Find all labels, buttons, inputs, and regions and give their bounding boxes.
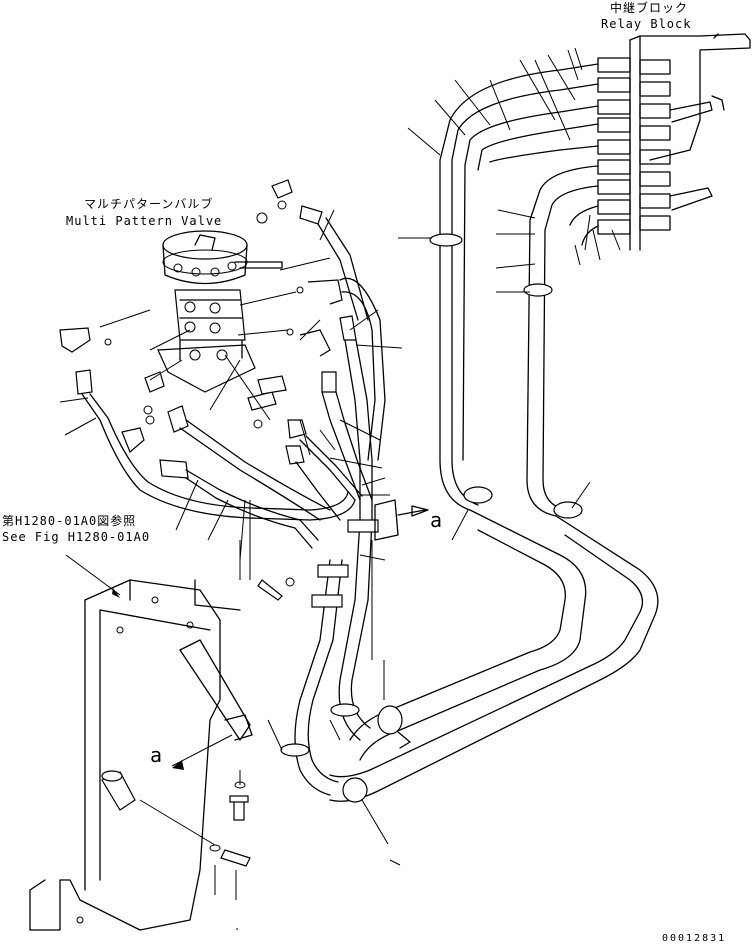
valve-label-en: Multi Pattern Valve: [66, 214, 223, 228]
reference-label-jp: 第H1280-01A0図参照: [2, 514, 137, 528]
main-pipes: [329, 509, 659, 803]
lower-hoses: [280, 499, 429, 796]
view-a-label-left: a: [150, 743, 163, 767]
relay-block-label-en: Relay Block: [601, 17, 692, 31]
hose-bundle-right: [526, 165, 599, 517]
arrow-see-fig: [112, 588, 120, 598]
relay-block: [597, 33, 751, 251]
relay-block-label-jp: 中継ブロック: [610, 1, 689, 15]
leader-lines: [59, 47, 621, 930]
hose-bundle-left: [439, 63, 599, 511]
mounting-bracket: [29, 579, 253, 931]
multi-pattern-valve: [157, 230, 283, 393]
valve-label-jp: マルチパターンバルブ: [84, 197, 214, 211]
reference-label-en: See Fig H1280-01A0: [2, 530, 151, 544]
bolts: [209, 577, 295, 867]
drawing-id: 00012831: [662, 933, 727, 944]
valve-hoses: [81, 217, 386, 549]
valve-fittings: [59, 179, 357, 479]
clamps: [429, 233, 583, 519]
view-a-label-right: a: [430, 508, 443, 532]
arrow-a-left: [172, 760, 184, 770]
